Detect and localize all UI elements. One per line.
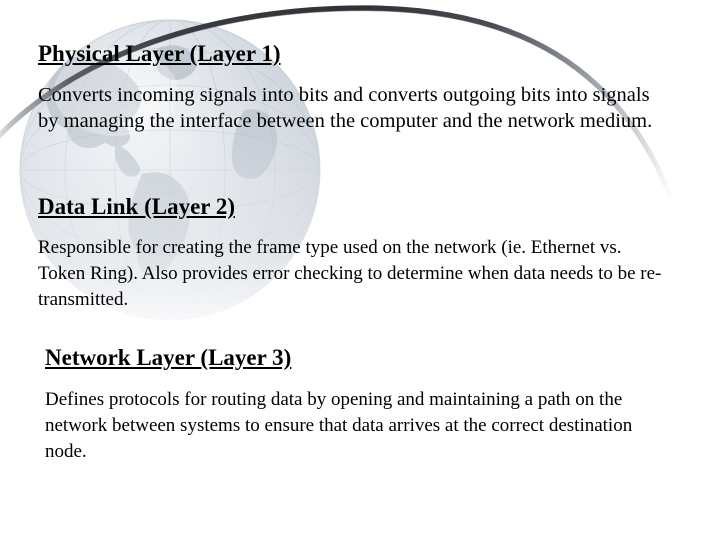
section-network-layer: Network Layer (Layer 3) Defines protocol…: [0, 344, 720, 465]
section-body-network: Defines protocols for routing data by op…: [45, 389, 633, 462]
section-body-physical: Converts incoming signals into bits and …: [38, 84, 653, 132]
section-heading-network: Network Layer (Layer 3): [45, 345, 292, 370]
section-data-link: Data Link (Layer 2) Responsible for crea…: [0, 193, 720, 313]
section-physical-layer: Physical Layer (Layer 1) Converts incomi…: [0, 40, 720, 134]
section-heading-physical: Physical Layer (Layer 1): [38, 41, 281, 66]
section-body-data-link: Responsible for creating the frame type …: [38, 237, 662, 310]
section-heading-data-link: Data Link (Layer 2): [38, 194, 235, 219]
